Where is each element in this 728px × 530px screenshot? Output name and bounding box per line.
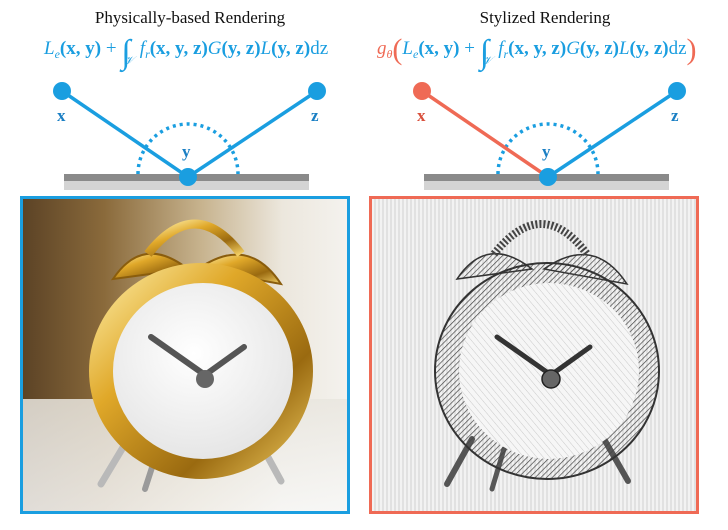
hemisphere-arc <box>496 122 600 175</box>
incoming-ray <box>421 89 549 179</box>
left-panel-title: Physically-based Rendering <box>94 8 286 27</box>
physically-based-clock-image <box>20 196 350 514</box>
outgoing-ray <box>547 89 678 179</box>
left-light-path-diagram: x y z <box>53 82 326 190</box>
point-x-label: x <box>417 106 426 125</box>
hatched-clock-illustration <box>372 199 696 511</box>
right-light-path-diagram: x y z <box>413 82 686 190</box>
right-equation: gθ(Le(x, y) + ∫𝒱fr(x, y, z)G(y, z)L(y, z… <box>377 33 697 71</box>
hemisphere-arc <box>136 122 240 175</box>
point-z-label: z <box>311 106 319 125</box>
point-y-marker <box>539 168 557 186</box>
point-z-label: z <box>671 106 679 125</box>
left-equation: Le(x, y) + ∫𝒱fr(x, y, z)G(y, z)L(y, z)dz <box>44 34 329 71</box>
right-panel-title: Stylized Rendering <box>479 8 611 27</box>
outgoing-ray <box>187 89 318 179</box>
incoming-ray <box>61 89 189 179</box>
point-z-marker <box>308 82 326 100</box>
point-x-label: x <box>57 106 66 125</box>
golden-clock-illustration <box>23 219 347 511</box>
point-y-marker <box>179 168 197 186</box>
stylized-clock-image <box>369 196 699 514</box>
point-x-marker <box>53 82 71 100</box>
point-y-label: y <box>182 142 191 161</box>
point-x-marker <box>413 82 431 100</box>
point-y-label: y <box>542 142 551 161</box>
point-z-marker <box>668 82 686 100</box>
